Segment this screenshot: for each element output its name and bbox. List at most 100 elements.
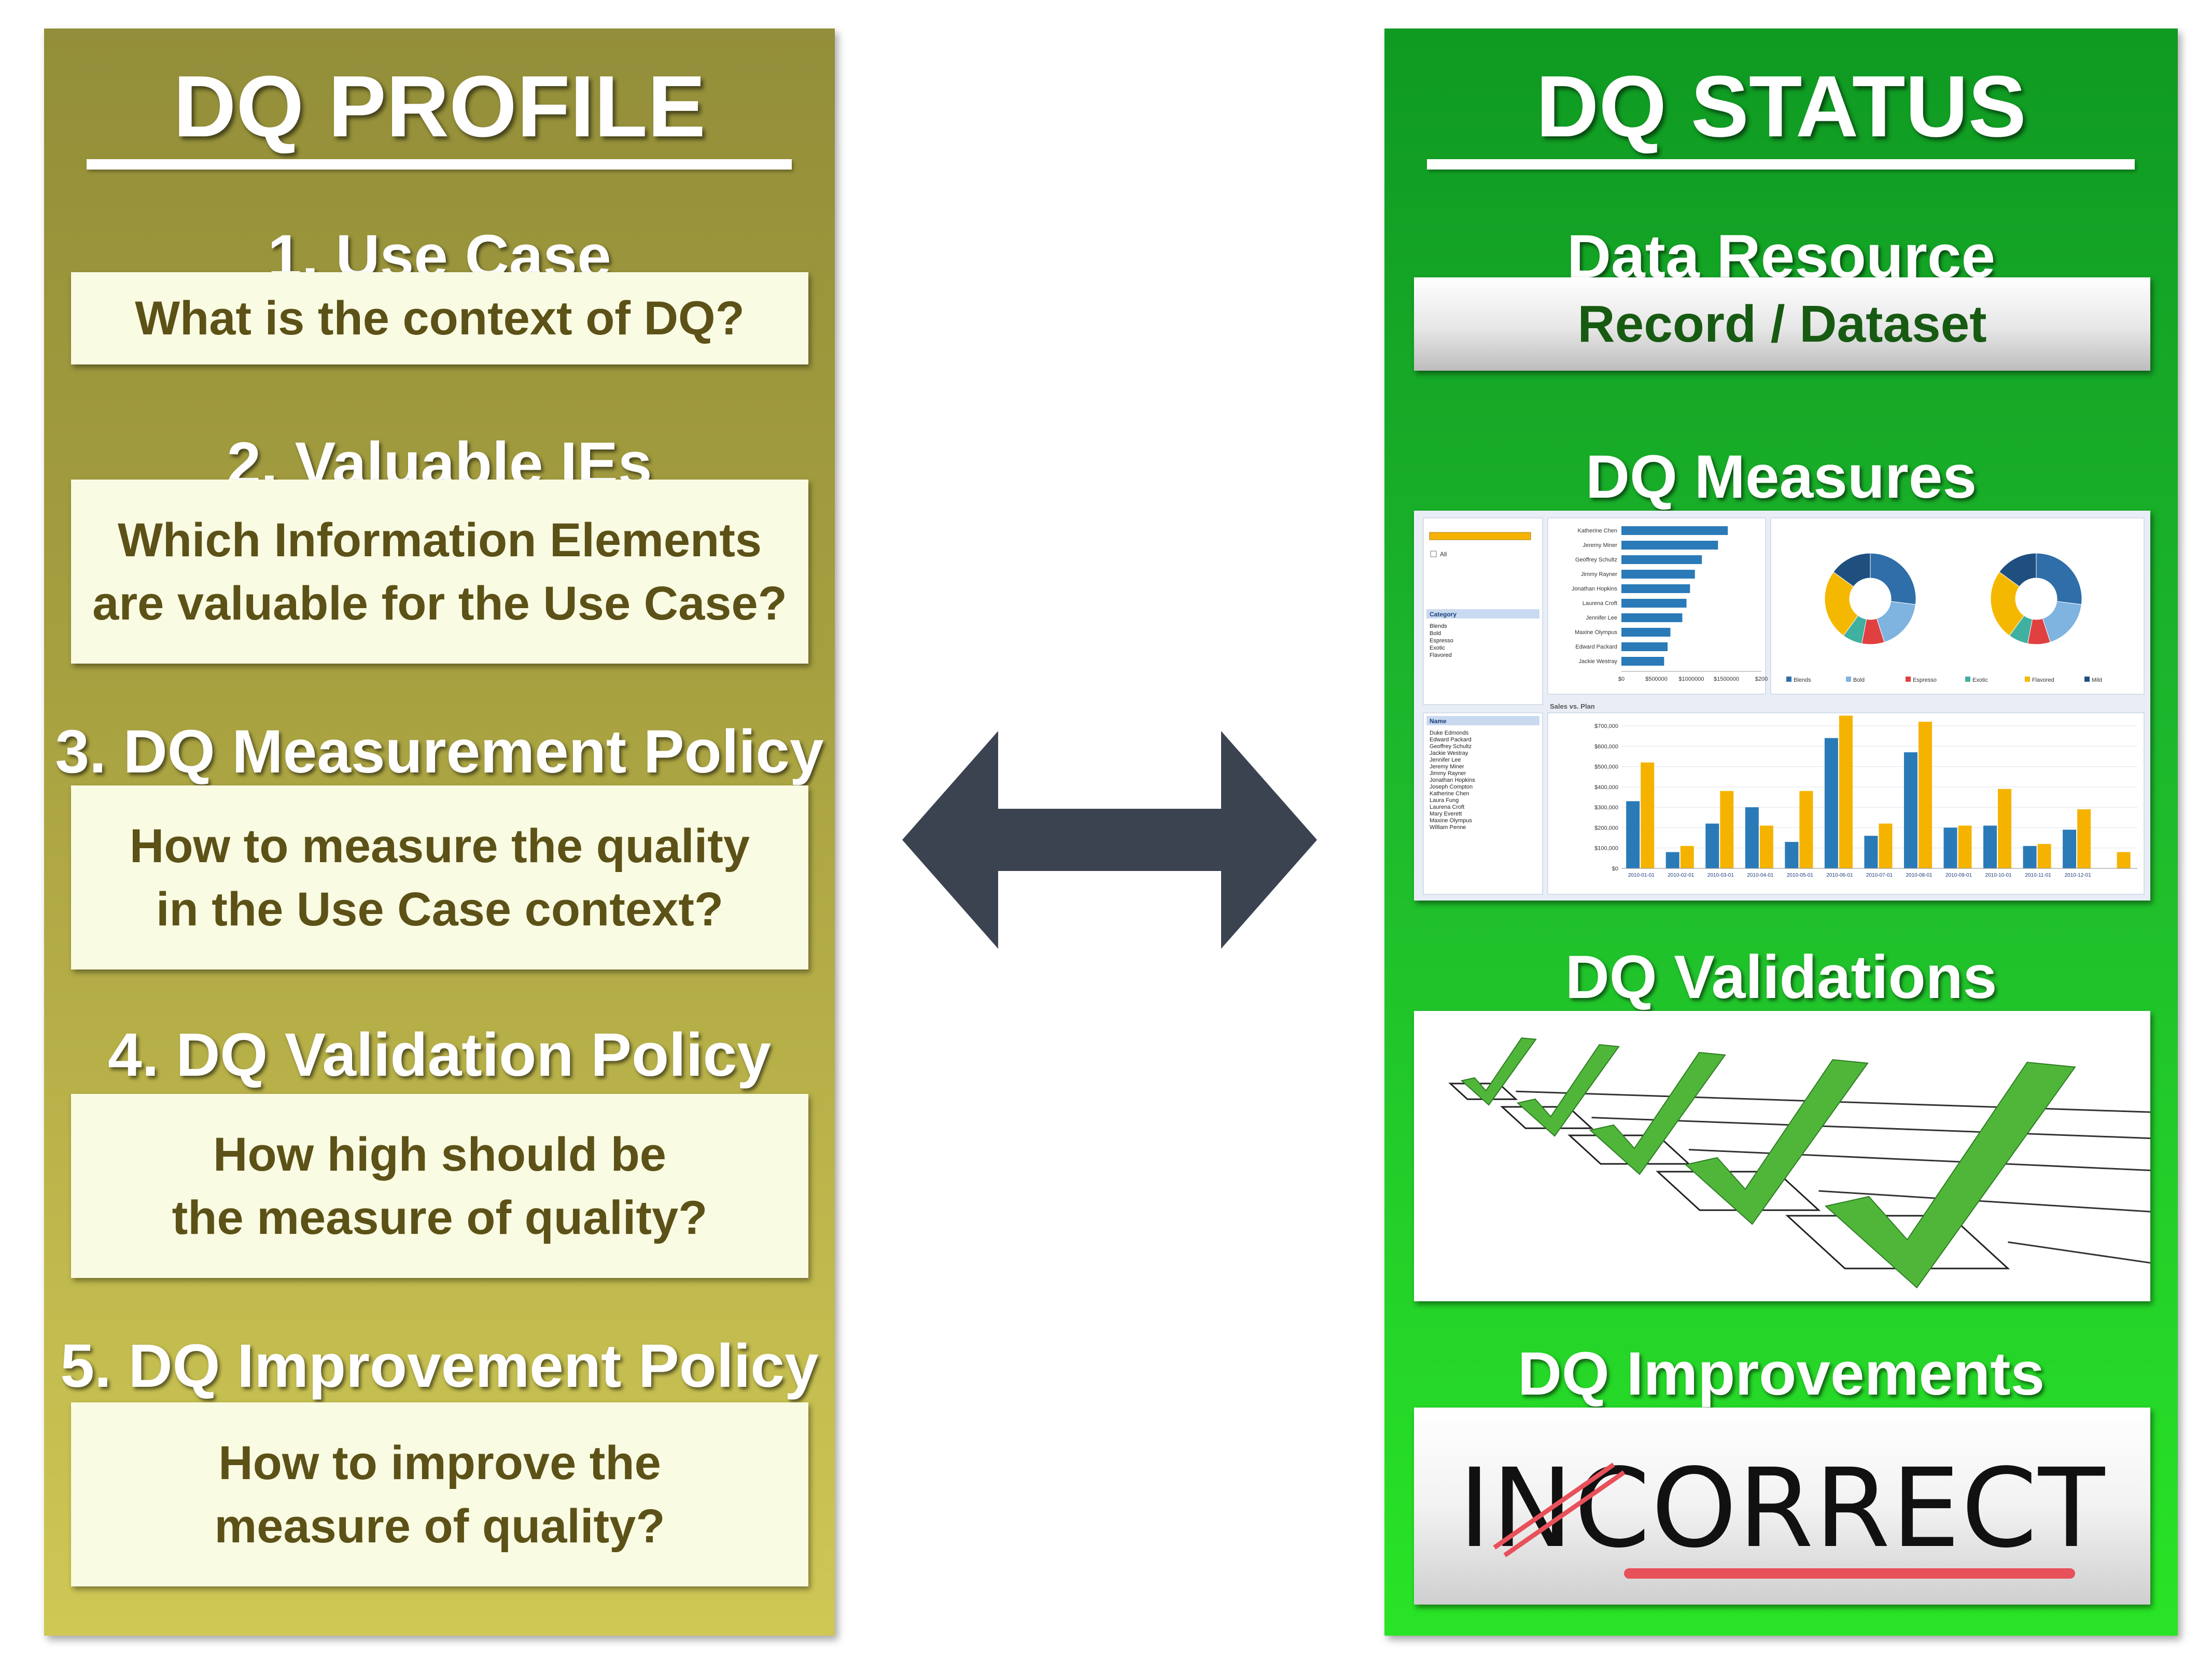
plan-bar: [1998, 789, 2012, 868]
combo-y-tick: $200,000: [1594, 825, 1618, 831]
corrected-word: CORRECT: [1574, 1445, 2106, 1572]
pie-legend-label: Espresso: [1913, 677, 1937, 683]
combo-x-label: 2010-10-01: [1985, 873, 2012, 878]
pie-legend-label: Bold: [1853, 677, 1865, 683]
improvement-policy-question-line-2: measure of quality?: [214, 1499, 665, 1553]
name-item: Jeremy Miner: [1430, 764, 1464, 770]
combo-x-label: 2010-09-01: [1945, 873, 1972, 878]
green-checkmark: [1589, 1051, 1726, 1175]
measurement-policy-question-line-1: How to measure the quality: [129, 819, 750, 873]
dashboard-screenshot: All Category BlendsBoldEspressoExoticFla…: [1423, 517, 2145, 895]
pie-legend-swatch: [1965, 677, 1970, 682]
donut-slice: [1833, 553, 1871, 587]
measurement-policy-heading: 3. DQ Measurement Policy: [55, 718, 824, 786]
sales-bar: [1943, 827, 1957, 868]
validation-policy-heading: 4. DQ Validation Policy: [108, 1021, 771, 1089]
filter-all-label: All: [1440, 551, 1447, 558]
sales-bar: [1824, 738, 1838, 868]
combo-y-tick: $500,000: [1594, 764, 1618, 770]
dq-profile-panel: DQ PROFILE 1. Use Case What is the conte…: [44, 29, 835, 1636]
combo-x-label: 2010-06-01: [1826, 873, 1853, 878]
bar-label: Maxine Olympus: [1575, 629, 1617, 636]
status-title: DQ STATUS: [1536, 58, 2026, 155]
filter-slider: [1429, 532, 1531, 540]
dq-measures-heading: DQ Measures: [1585, 443, 1977, 511]
pie-legend-label: Blends: [1794, 677, 1811, 683]
bar: [1621, 613, 1683, 622]
bar: [1621, 570, 1695, 579]
name-item: Jennifer Lee: [1430, 757, 1461, 763]
bar: [1621, 599, 1687, 608]
improvement-policy-question-box: How to improve the measure of quality?: [71, 1402, 808, 1586]
plan-bar: [1641, 762, 1655, 868]
category-item: Bold: [1430, 630, 1441, 637]
checklist-line: [2008, 1241, 2150, 1264]
edit-marks: [1493, 1463, 2075, 1579]
pie-legend-swatch: [1786, 677, 1791, 682]
sales-bar: [1903, 752, 1917, 868]
sales-bar: [1785, 841, 1799, 868]
combo-y-tick: $700,000: [1594, 723, 1618, 729]
pie-legend-swatch: [1846, 677, 1851, 682]
dq-validations-image: [1414, 1011, 2150, 1301]
plan-bar: [1680, 846, 1694, 868]
plan-bar: [1879, 823, 1893, 868]
validation-policy-question-box: How high should be the measure of qualit…: [71, 1094, 808, 1278]
name-item: Edward Packard: [1430, 737, 1472, 743]
plan-bar: [2037, 843, 2051, 868]
double-arrow-shape: [902, 731, 1317, 949]
dq-improvements-box: INCORRECT: [1414, 1408, 2150, 1605]
dq-status-panel: DQ STATUS Data Resource Record / Dataset…: [1384, 29, 2178, 1636]
bar-label: Katherine Chen: [1578, 528, 1617, 534]
donut-slice: [1990, 571, 2025, 636]
incorrect-word: INCORRECT: [1414, 1452, 2150, 1566]
name-header-bar: [1426, 716, 1539, 725]
category-header-bar: [1426, 609, 1539, 618]
bar: [1621, 541, 1718, 550]
dq-validations-heading: DQ Validations: [1565, 943, 1997, 1011]
name-item: Mary Everett: [1430, 811, 1462, 817]
donut-slice: [1870, 553, 1916, 605]
bar: [1621, 555, 1702, 564]
pie-legend-label: Flavored: [2032, 677, 2054, 683]
combo-chart-title: Sales vs. Plan: [1550, 702, 1595, 710]
bar-label: Jimmy Rayner: [1581, 571, 1618, 578]
bar-label: Edward Packard: [1575, 644, 1617, 650]
combo-y-tick: $0: [1612, 866, 1618, 872]
checklist-icon: [1448, 1037, 2150, 1289]
improvement-policy-question-line-1: How to improve the: [218, 1436, 661, 1489]
bar: [1621, 584, 1690, 593]
record-dataset-label: Record / Dataset: [1577, 295, 1987, 353]
category-item: Flavored: [1430, 652, 1452, 658]
sales-bar: [1745, 807, 1759, 868]
green-checkmark: [1684, 1059, 1869, 1225]
valuable-ies-question-box: Which Information Elements are valuable …: [71, 480, 808, 664]
bar-label: Laurena Croft: [1583, 600, 1617, 607]
donut-slice: [1999, 553, 2037, 587]
sales-vs-plan-chart: $700,000$600,000$500,000$400,000$300,000…: [1594, 715, 2137, 878]
plan-bar: [1799, 791, 1813, 868]
valuable-ies-question-line-1: Which Information Elements: [117, 513, 762, 567]
bar-axis-tick: $1000000: [1679, 676, 1704, 682]
sales-bar: [1864, 836, 1878, 868]
name-item: Jackie Westray: [1430, 750, 1468, 756]
filter-all-checkbox: [1430, 551, 1437, 557]
bar-label: Geoffrey Schultz: [1575, 557, 1617, 563]
bar-axis-tick: $200: [1755, 676, 1768, 682]
plan-bar: [2077, 809, 2091, 868]
combo-y-tick: $100,000: [1594, 846, 1618, 852]
donut-slice: [2036, 553, 2082, 605]
name-item: Duke Edmonds: [1430, 730, 1469, 736]
combo-x-label: 2010-05-01: [1787, 873, 1814, 878]
category-item: Blends: [1430, 623, 1447, 629]
sales-bar: [1705, 823, 1719, 868]
checkmark-list: [1448, 1037, 2150, 1289]
combo-y-tick: $400,000: [1594, 784, 1618, 791]
combo-x-label: 2010-02-01: [1668, 873, 1695, 878]
combo-x-label: 2010-04-01: [1747, 873, 1774, 878]
measurement-policy-question-box: How to measure the quality in the Use Ca…: [71, 785, 808, 969]
